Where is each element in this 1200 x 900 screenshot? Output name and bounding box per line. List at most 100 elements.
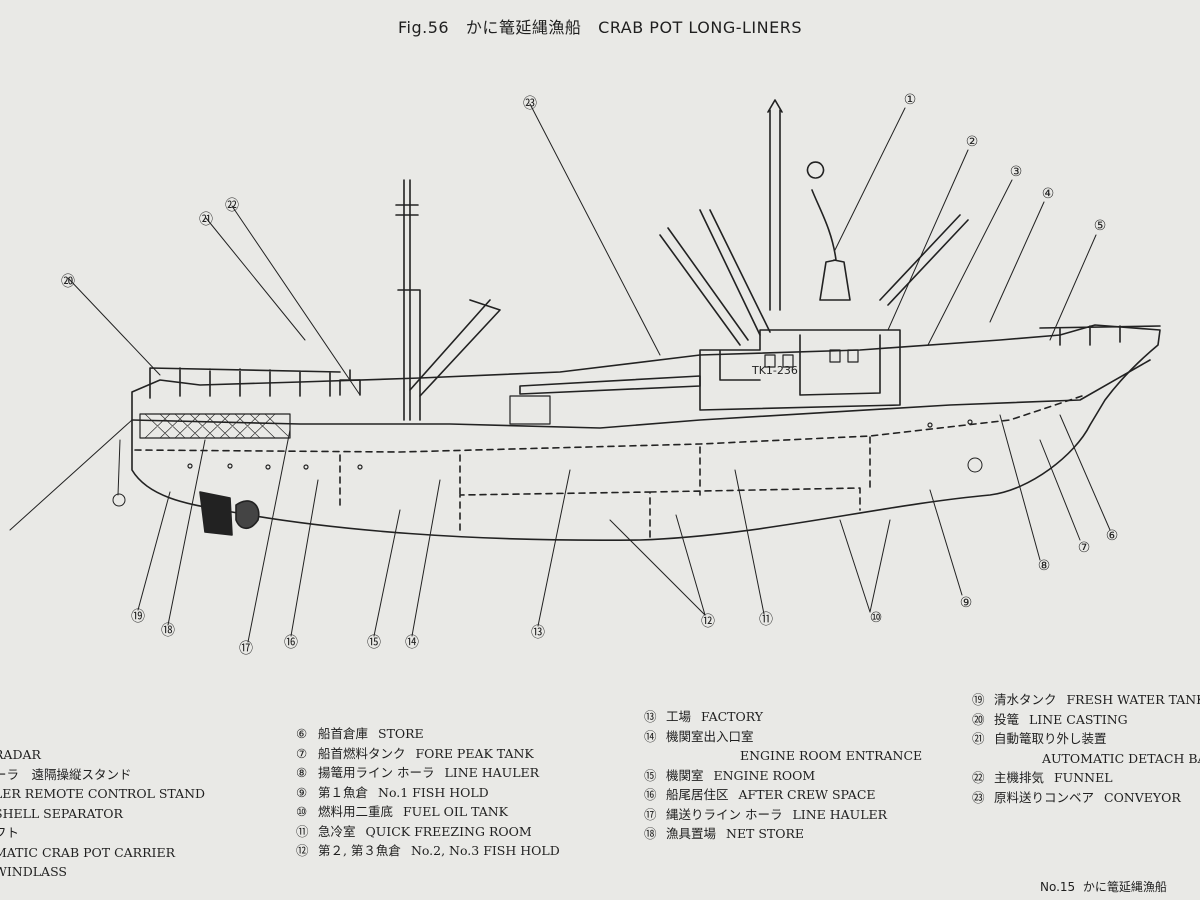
callout-numbers: ① ② ③ ④ ⑤ ⑥ ⑦ ⑧ ⑨ ⑩ ⑪ ⑫ ⑬ ⑭ ⑮ ⑯ ⑰ ⑱ ⑲ ⑳ … [61, 92, 1118, 657]
legend-number: ⑩ [296, 804, 308, 819]
legend-jp: 主機排気 [993, 770, 1044, 785]
callout-11: ⑪ [759, 612, 773, 628]
callout-22: ㉒ [225, 198, 239, 214]
legend-item-21: ㉑ 自動篭取り外し装置 [972, 729, 1200, 749]
legend-en: NET STORE [726, 826, 805, 841]
legend-left: RADAR ーラ 遠隔操縦スタンド LER REMOTE CONTROL STA… [0, 745, 205, 882]
callout-12: ⑫ [701, 614, 715, 630]
figure-title-jp: かに篭延縄漁船 [465, 18, 582, 37]
callout-23: ㉓ [523, 96, 537, 112]
legend-jp: 第２, 第３魚倉 [317, 843, 401, 858]
legend-number: ⑰ [644, 806, 657, 822]
callout-14: ⑭ [405, 635, 419, 651]
legend-row: ーラ 遠隔操縦スタンド [0, 766, 132, 782]
legend-en: FORE PEAK TANK [415, 745, 534, 761]
legend-en: FRESH WATER TANK [1066, 692, 1200, 707]
legend-jp: 船首燃料タンク [317, 745, 406, 761]
legend-jp: 工場 [665, 709, 691, 724]
portholes [187, 419, 973, 470]
aft-rail [149, 367, 341, 399]
propeller [235, 500, 260, 530]
legend-en: ENGINE ROOM [713, 767, 816, 783]
figure-number: Fig.56 [398, 18, 450, 37]
callout-16: ⑯ [284, 635, 298, 651]
legend-number: ⑬ [644, 709, 657, 724]
legend-number: ⑯ [644, 787, 657, 802]
legend-jp: 原料送りコンベア [993, 789, 1094, 805]
footer-title: かに篭延縄漁船 [1082, 880, 1167, 894]
fore-rail [1039, 325, 1161, 346]
legend-jp: 船尾居住区 [665, 787, 729, 802]
legend-item-14-en: ENGINE ROOM ENTRANCE [740, 748, 923, 763]
legend-item-9: ⑨ 第１魚倉 No.1 FISH HOLD [296, 783, 560, 803]
legend-jp: 清水タンク [993, 692, 1057, 707]
callout-10: ⑩ [870, 610, 883, 626]
legend-jp: 第１魚倉 [317, 784, 368, 800]
legend-item-13: ⑬ 工場 FACTORY [644, 707, 922, 727]
footer-number: No.15 [1040, 880, 1076, 894]
legend-en: CONVEYOR [1104, 789, 1181, 805]
hanging-pot [967, 457, 983, 473]
legend-number: ⑳ [972, 711, 985, 727]
legend-en: LINE HAULER [444, 765, 540, 780]
legend-jp: 機関室 [665, 767, 704, 783]
legend-number: ⑭ [644, 728, 657, 744]
legend-en: STORE [378, 726, 424, 741]
legend-en: QUICK FREEZING ROOM [365, 823, 532, 839]
legend-row: LER REMOTE CONTROL STAND [0, 786, 206, 801]
figure-title: Fig.56 かに篭延縄漁船 CRAB POT LONG-LINERS [0, 14, 1200, 38]
legend-row: SHELL SEPARATOR [0, 805, 123, 821]
legend-jp: 機関室出入口室 [665, 728, 754, 744]
legend-row: フト [0, 825, 20, 840]
fore-mast [767, 99, 783, 311]
legend-en: FUNNEL [1054, 770, 1113, 785]
legend-item-21-en: AUTOMATIC DETACH BASE [1042, 750, 1200, 766]
radar-mast [806, 161, 851, 301]
net-store [139, 413, 291, 439]
legend-row: MATIC CRAB POT CARRIER [0, 844, 175, 860]
bridge-window-3 [829, 349, 841, 363]
fore-derrick-1 [659, 227, 749, 346]
legend-number: ⑱ [644, 826, 657, 841]
legend-jp: 投篭 [993, 711, 1019, 727]
legend-number: ⑨ [296, 784, 308, 800]
legend-number: ⑲ [972, 692, 985, 707]
legend-jp: 縄送りライン ホーラ [665, 806, 783, 822]
legend-number: ⑧ [296, 765, 308, 780]
legend-number: ⑥ [296, 726, 308, 741]
callout-19: ⑲ [131, 609, 145, 625]
hatch [509, 395, 551, 425]
legend-row: WINDLASS [0, 864, 67, 879]
legend-en: FUEL OIL TANK [403, 804, 509, 819]
legend-number: ⑫ [296, 843, 309, 858]
callout-20: ⑳ [61, 274, 75, 290]
legend-en: No.1 FISH HOLD [378, 784, 489, 800]
legend-en: LINE CASTING [1029, 711, 1128, 727]
legend-number: ㉑ [972, 731, 985, 746]
callout-7: ⑦ [1078, 540, 1091, 556]
legend-item-19: ⑲ 清水タンク FRESH WATER TANK [972, 690, 1200, 710]
callout-18: ⑱ [161, 623, 175, 639]
deck-line [131, 359, 1151, 429]
rudder [199, 491, 233, 536]
figure-title-en: CRAB POT LONG-LINERS [598, 18, 802, 37]
conveyor [519, 375, 701, 395]
legend-item-14: ⑭ 機関室出入口室 [644, 727, 922, 747]
callout-3: ③ [1010, 164, 1023, 180]
callout-17: ⑰ [239, 641, 253, 657]
legend-en: FACTORY [701, 709, 764, 724]
legend-item-20: ⑳ 投篭 LINE CASTING [972, 710, 1200, 730]
hull-outline [131, 324, 1161, 541]
bottom-tank-line [339, 436, 871, 541]
